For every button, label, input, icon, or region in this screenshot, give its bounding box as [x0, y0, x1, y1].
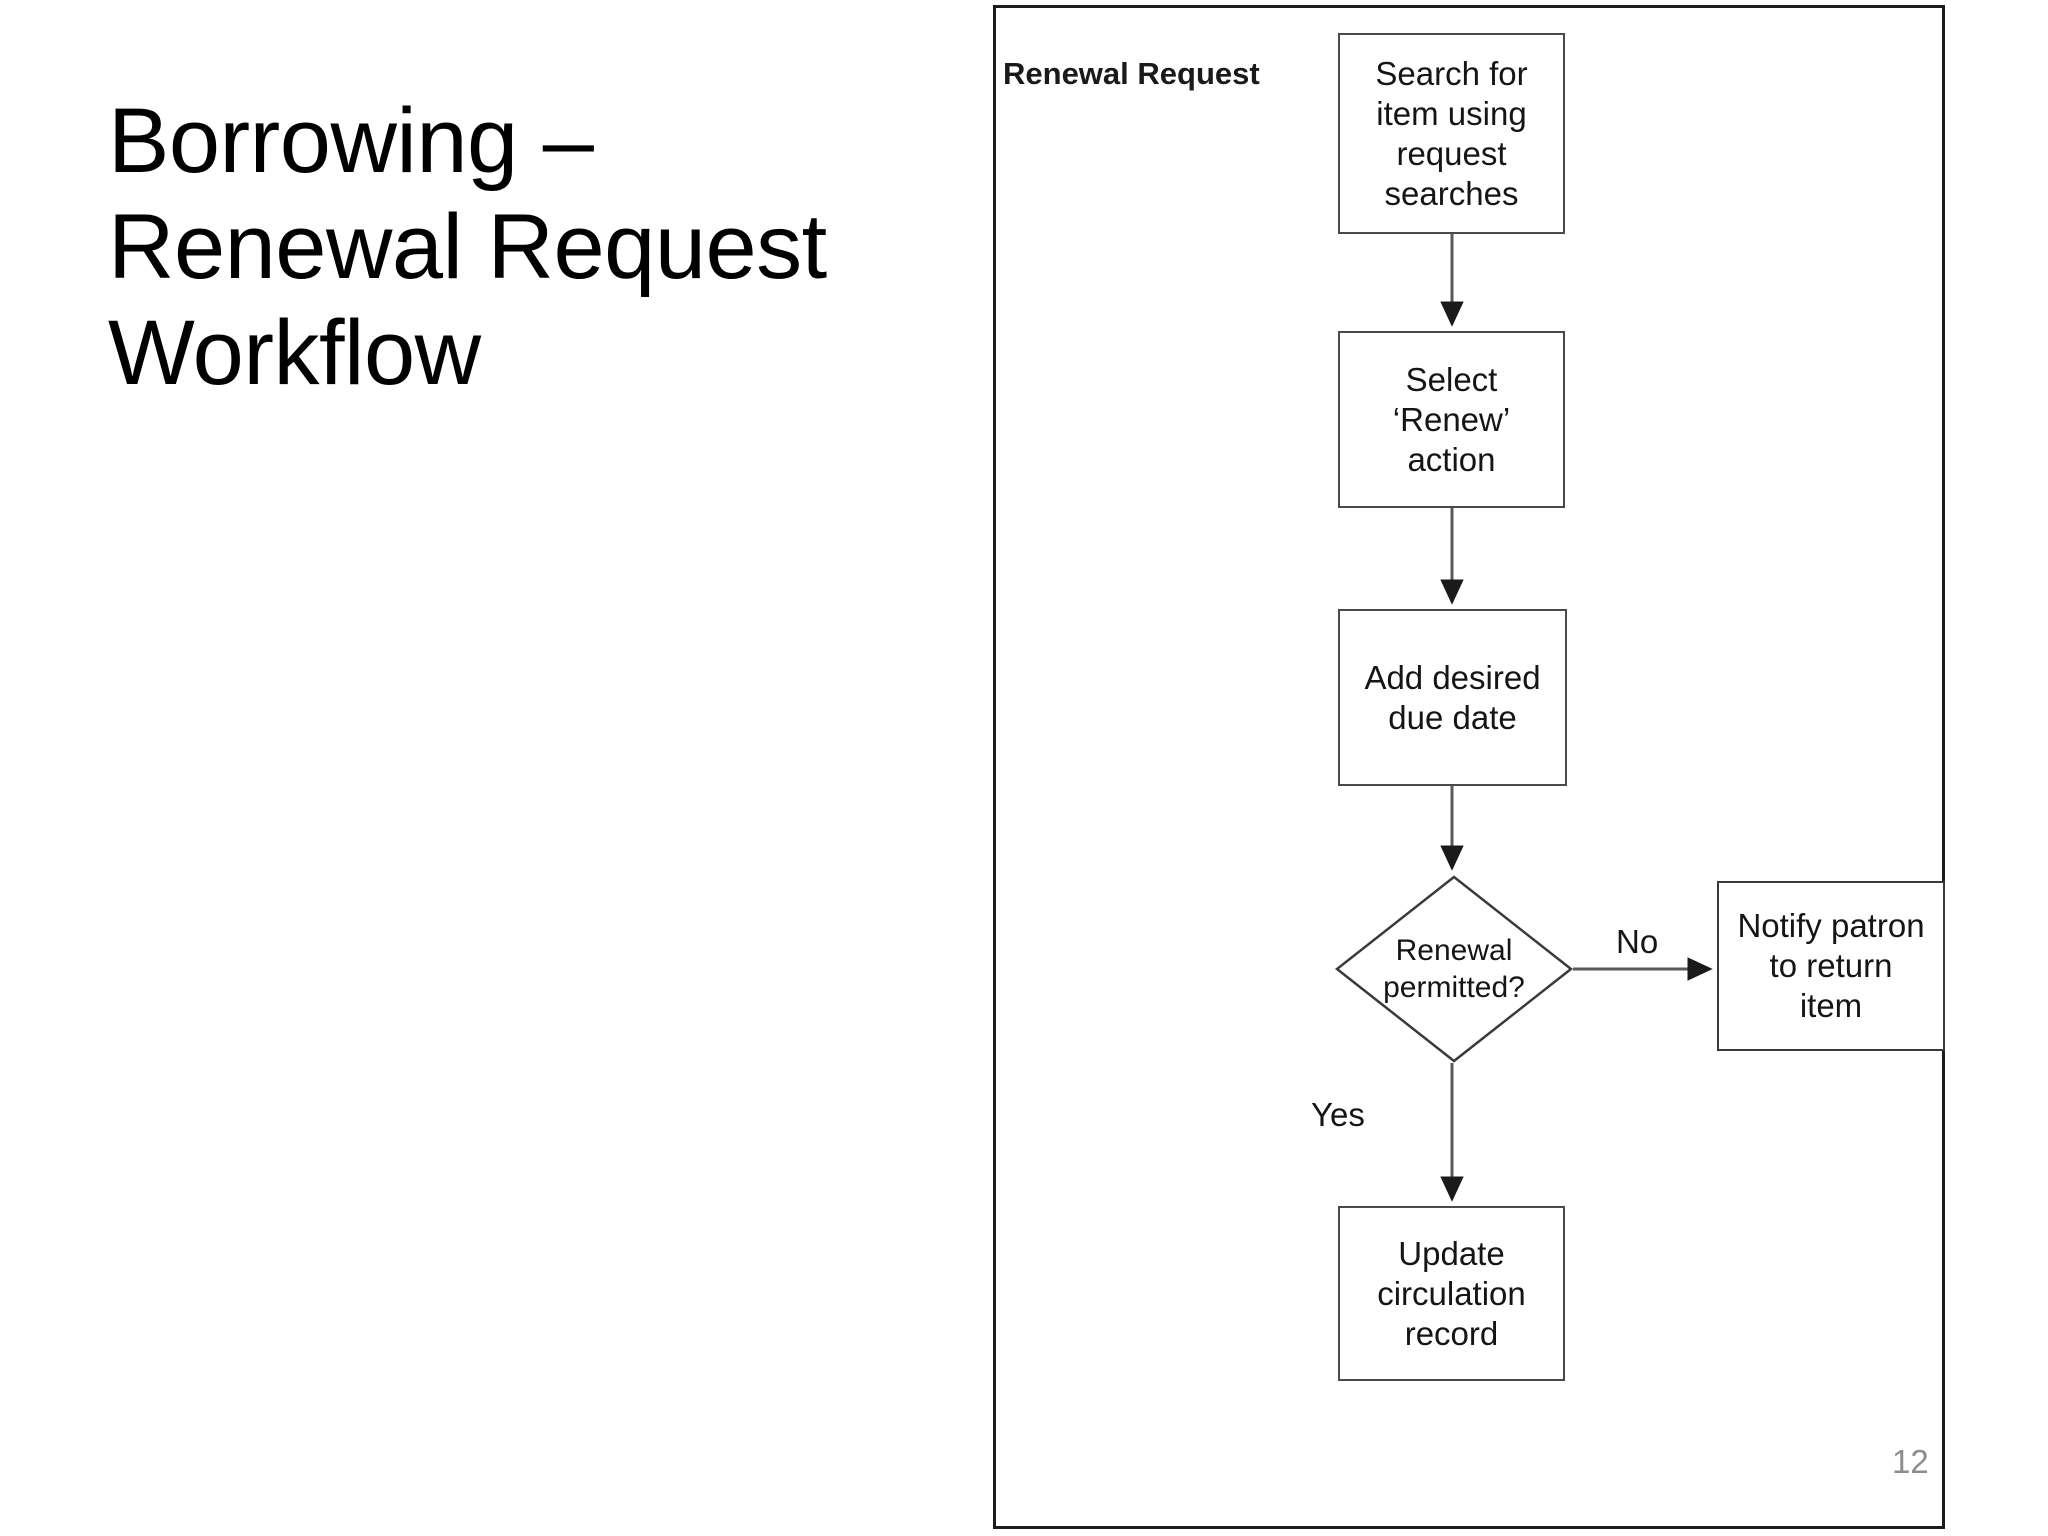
swimlane-label-renewal-request: Renewal Request: [1003, 56, 1260, 91]
diamond-shape: [1334, 875, 1574, 1063]
edge-label-no: No: [1616, 923, 1659, 960]
process-node-search-for-item: Search for item using request searches: [1338, 33, 1565, 234]
workflow-diagram-frame: Renewal Request Search for item using re…: [993, 5, 1945, 1529]
process-node-notify-patron-to-return-item: Notify patron to return item: [1717, 881, 1945, 1051]
decision-node-renewal-permitted: Renewal permitted?: [1334, 875, 1574, 1063]
edge-label-yes: Yes: [1311, 1096, 1365, 1133]
process-node-select-renew-action: Select ‘Renew’ action: [1338, 331, 1565, 508]
process-node-add-desired-due-date: Add desired due date: [1338, 609, 1567, 786]
decision-node-label: Renewal permitted?: [1383, 934, 1525, 1004]
page-number: 12: [1892, 1443, 1929, 1480]
page-title: Borrowing – Renewal Request Workflow: [108, 90, 827, 404]
process-node-update-circulation-record: Update circulation record: [1338, 1206, 1565, 1381]
diagram-canvas: Renewal Request Search for item using re…: [996, 8, 1948, 1532]
